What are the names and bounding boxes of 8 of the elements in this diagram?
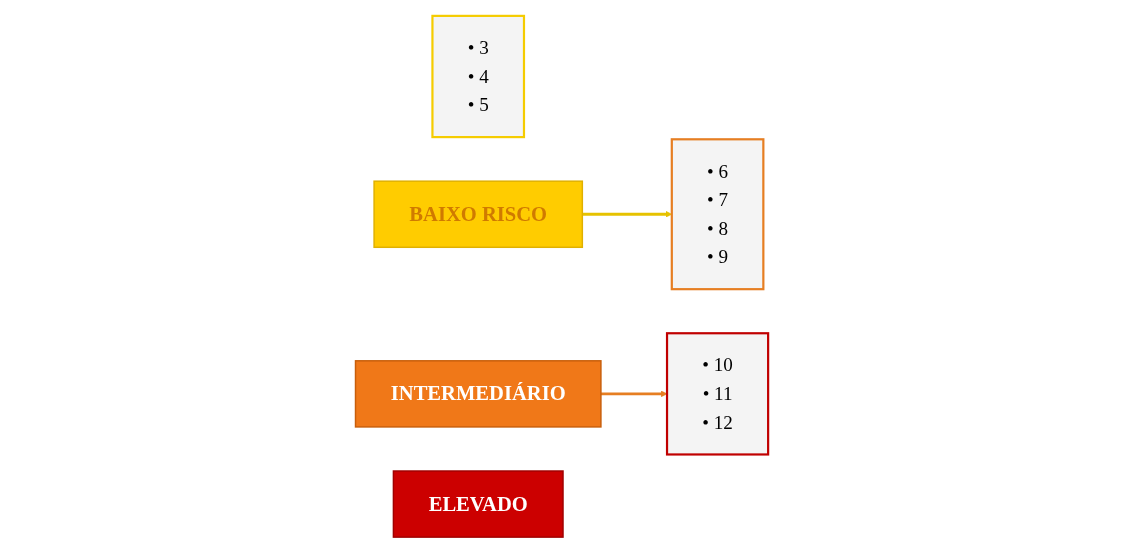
node-box: ELEVADO xyxy=(392,470,564,538)
node-box: • 10 • 11 • 12 xyxy=(665,332,769,456)
node-box: INTERMEDIÁRIO xyxy=(354,360,602,428)
arrow xyxy=(582,211,672,218)
arrow xyxy=(600,390,667,398)
node-box: BAIXO RISCO xyxy=(373,180,583,249)
node-box: • 6 • 7 • 8 • 9 xyxy=(670,138,765,291)
node-box: • 3 • 4 • 5 xyxy=(431,14,525,139)
